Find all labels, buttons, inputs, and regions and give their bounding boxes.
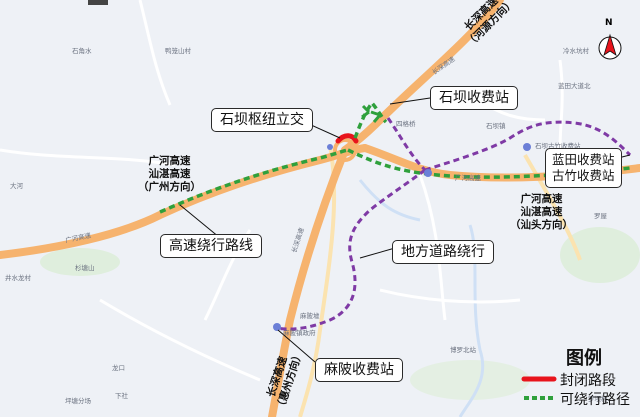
- place-label: 麻陂镇政府: [283, 329, 316, 337]
- compass-arrow: [598, 33, 622, 60]
- legend-row-closed: 封闭路段: [522, 370, 616, 390]
- arrow-head: [361, 104, 371, 119]
- callout-highway-detour[interactable]: 高速绕行路线: [160, 234, 262, 258]
- road-label-line: 广河高速: [520, 193, 563, 205]
- place-label: 博罗北站: [450, 346, 476, 354]
- river: [358, 179, 421, 222]
- interchange-ring: [333, 138, 357, 162]
- road-small-label: 广河高速: [455, 174, 481, 182]
- place-label: 罗屋: [594, 212, 607, 220]
- place-label: 石坝镇: [486, 122, 506, 130]
- place-label: 鸭笼山村: [165, 47, 191, 55]
- detour-shiba: [353, 100, 388, 139]
- callout-shiba-hub[interactable]: 石坝枢纽立交: [211, 108, 313, 132]
- callout-shiba-toll[interactable]: 石坝收费站: [430, 86, 518, 110]
- detour-west: [159, 148, 349, 214]
- place-label: 冷水坑村: [563, 47, 589, 55]
- road-label-shantou: 广河高速 汕湛高速 （汕头方向）: [510, 193, 573, 232]
- local-detour-north: [386, 117, 427, 172]
- place-label: 四格桥: [396, 120, 416, 128]
- legend-title: 图例: [566, 348, 602, 369]
- road-label-guangzhou: 广河高速 汕湛高速 （广州方向）: [138, 155, 201, 194]
- place-label: 井水龙村: [5, 274, 31, 282]
- place-label: 蓝田大道北: [558, 82, 591, 90]
- road-label-line: （广州方向）: [138, 181, 201, 193]
- legend-label-detour: 可绕行路径: [560, 392, 630, 408]
- road-label-line: 汕湛高速: [148, 168, 191, 180]
- minor-roads: [0, 0, 564, 382]
- closed-segment: [335, 133, 359, 144]
- callout-malu-toll[interactable]: 麻陂收费站: [315, 358, 403, 382]
- callout-guzhu-toll: 古竹收费站: [552, 168, 615, 183]
- place-label: 下社: [115, 392, 128, 400]
- place-label: 杉塘山: [75, 264, 95, 272]
- toll-marker: [523, 143, 531, 151]
- callout-lantian-toll: 蓝田收费站: [552, 152, 615, 167]
- callout-lantian-guzhu[interactable]: 蓝田收费站 古竹收费站: [545, 148, 622, 188]
- arrow-head: [370, 110, 382, 123]
- green-area: [560, 227, 640, 283]
- place-label: 龙口: [112, 364, 125, 372]
- toll-marker: [327, 144, 333, 150]
- callout-local-detour[interactable]: 地方道路绕行: [392, 240, 494, 264]
- toll-marker: [273, 323, 281, 331]
- place-label: 坪塘分场: [65, 397, 91, 405]
- local-detour-south: [274, 168, 426, 331]
- compass-north-label: N: [605, 18, 613, 28]
- road-label-line: （汕头方向）: [510, 219, 573, 231]
- place-label: 石坝古竹收费站: [535, 142, 581, 150]
- legend-label-closed: 封闭路段: [560, 373, 616, 389]
- place-label: 石角水: [72, 47, 92, 55]
- place-label: 罗坝村: [588, 395, 608, 403]
- place-label: 大河: [10, 182, 23, 190]
- road-label-line: 汕湛高速: [520, 206, 563, 218]
- place-label: 麻陂墟: [300, 312, 320, 320]
- legend-row-detour: 可绕行路径: [522, 389, 630, 409]
- toll-marker: [424, 169, 432, 177]
- local-detour-east: [424, 120, 632, 172]
- green-area: [40, 248, 120, 276]
- road-label-line: 广河高速: [148, 155, 191, 167]
- green-area: [410, 360, 530, 400]
- top-marker: [88, 0, 108, 5]
